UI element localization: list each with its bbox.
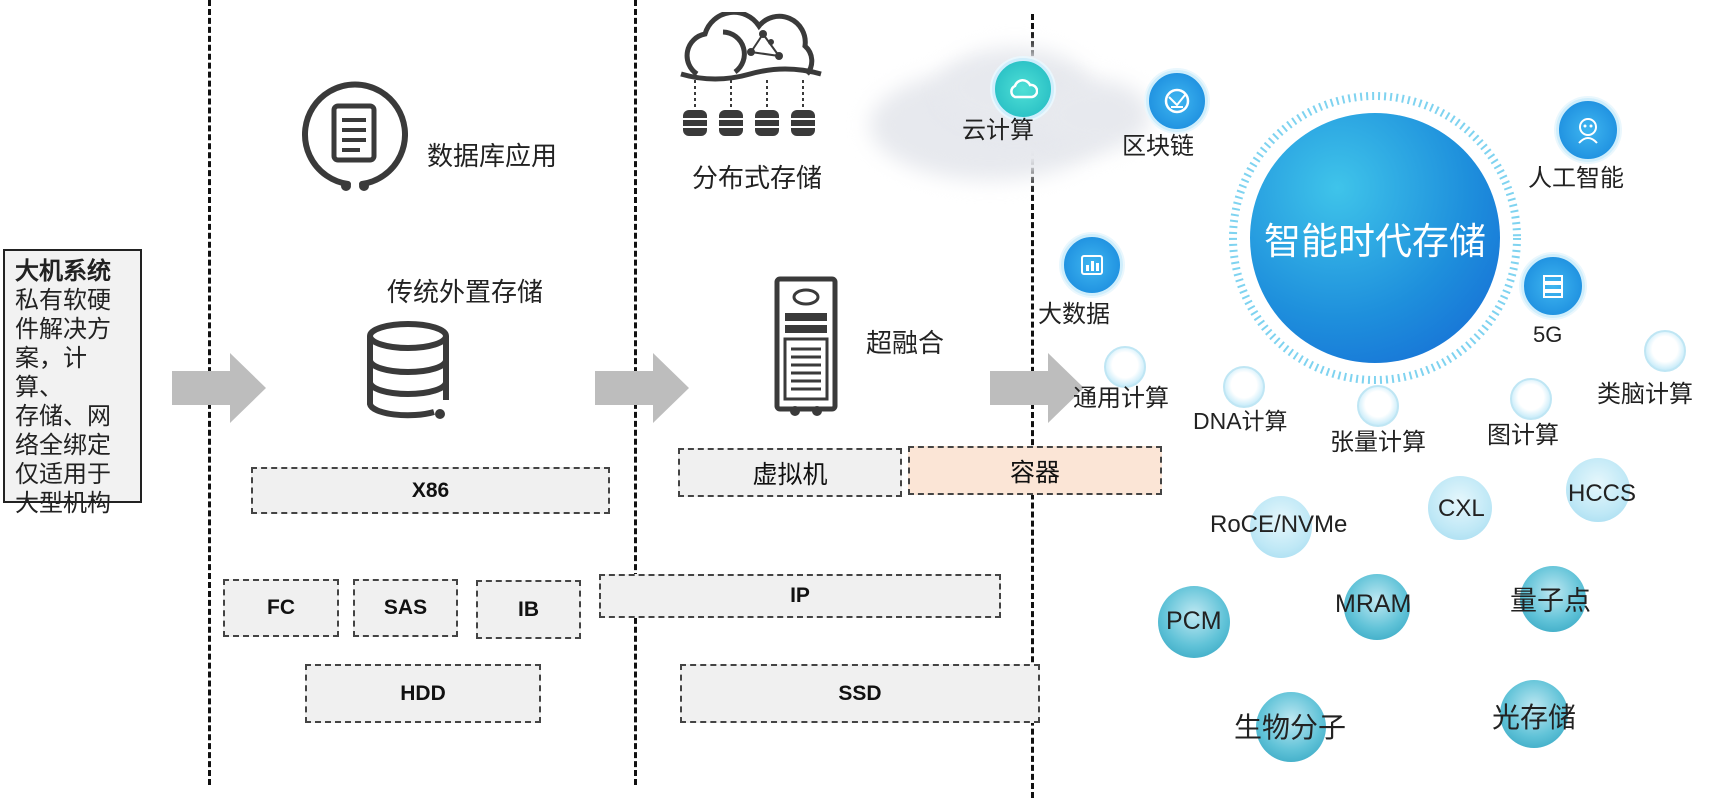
container-box: 容器 (908, 446, 1162, 495)
5g-label: 5G (1533, 322, 1563, 347)
arrow-right-1 (172, 353, 266, 423)
server-icon (774, 276, 838, 416)
x86-box: X86 (251, 467, 610, 514)
mainframe-box: 大机系统 私有软硬 件解决方 案，计算、 存储、网 络全绑定 仅适用于 大型机构 (3, 249, 142, 517)
mainframe-title: 大机系统 (15, 258, 111, 285)
traditional-storage-label: 传统外置存储 (387, 277, 544, 307)
pcm-bubble (1158, 586, 1230, 658)
pcm-label: PCM (1166, 607, 1222, 635)
arrow-right-3 (990, 353, 1084, 423)
brain-compute-dot (1644, 330, 1686, 372)
cloud-icon (1010, 79, 1038, 99)
big-data-circle (1061, 234, 1123, 296)
optical-bubble (1500, 680, 1568, 748)
dna-compute-label: DNA计算 (1193, 408, 1288, 434)
big-data-label: 大数据 (1038, 301, 1110, 328)
vm-box: 虚拟机 (678, 448, 902, 497)
mainframe-line: 仅适用于 (15, 461, 111, 488)
ib-box: IB (476, 580, 581, 639)
brain-compute-label: 类脑计算 (1597, 381, 1693, 408)
cloud-backdrop (1040, 80, 1150, 150)
roce-bubble (1250, 496, 1312, 558)
blockchain-circle (1146, 70, 1208, 132)
hdd-box: HDD (305, 664, 541, 723)
bio-bubble (1256, 692, 1326, 762)
mainframe-line: 络全绑定 (15, 432, 111, 459)
general-compute-label: 通用计算 (1073, 385, 1169, 412)
mainframe-line: 存储、网 (15, 403, 111, 430)
sas-box: SAS (353, 579, 458, 637)
chart-icon (1081, 255, 1103, 275)
cxl-label: CXL (1438, 495, 1485, 522)
5g-circle (1521, 254, 1585, 318)
bio-label: 生物分子 (1234, 712, 1347, 743)
hyperconverged-label: 超融合 (866, 328, 945, 358)
separator-3 (1031, 14, 1034, 798)
ai-label: 人工智能 (1528, 165, 1624, 192)
ssd-box: SSD (680, 664, 1040, 723)
center-halo (1229, 92, 1521, 384)
ai-circle (1556, 98, 1620, 162)
tensor-compute-dot (1357, 385, 1399, 427)
center-circle: 智能时代存储 (1250, 113, 1500, 363)
mainframe-line: 件解决方 (15, 316, 111, 343)
dna-compute-dot (1223, 366, 1265, 408)
database-icon (367, 321, 449, 419)
tensor-compute-label: 张量计算 (1330, 429, 1426, 456)
server-5g-icon (1543, 275, 1563, 298)
mainframe-line: 私有软硬 (15, 287, 111, 314)
graph-compute-dot (1510, 378, 1552, 420)
roce-label: RoCE/NVMe (1210, 511, 1348, 538)
mram-label: MRAM (1335, 590, 1412, 618)
db-app-label: 数据库应用 (427, 141, 558, 171)
cloud-compute-label: 云计算 (962, 117, 1034, 144)
graph-compute-label: 图计算 (1487, 422, 1559, 449)
document-icon (302, 81, 408, 191)
quantum-bubble (1520, 566, 1586, 632)
blockchain-label: 区块链 (1122, 133, 1194, 160)
mram-bubble (1344, 574, 1410, 640)
ip-box: IP (599, 574, 1001, 618)
mainframe-line: 案，计算、 (15, 345, 87, 401)
cloud-compute-circle (992, 58, 1054, 120)
hccs-label: HCCS (1568, 480, 1637, 507)
arrow-right-2 (595, 353, 689, 423)
cloud-network-icon (680, 12, 822, 136)
hccs-bubble (1566, 458, 1630, 522)
general-compute-dot (1104, 346, 1146, 388)
quantum-label: 量子点 (1510, 586, 1591, 616)
distributed-storage-label: 分布式存储 (692, 163, 823, 193)
blockchain-icon (1164, 88, 1190, 114)
mainframe-line: 大型机构 (15, 490, 111, 517)
robot-icon (1578, 118, 1598, 144)
cxl-bubble (1428, 476, 1492, 540)
optical-label: 光存储 (1492, 702, 1577, 733)
center-title: 智能时代存储 (1264, 221, 1486, 262)
fc-box: FC (223, 579, 339, 637)
